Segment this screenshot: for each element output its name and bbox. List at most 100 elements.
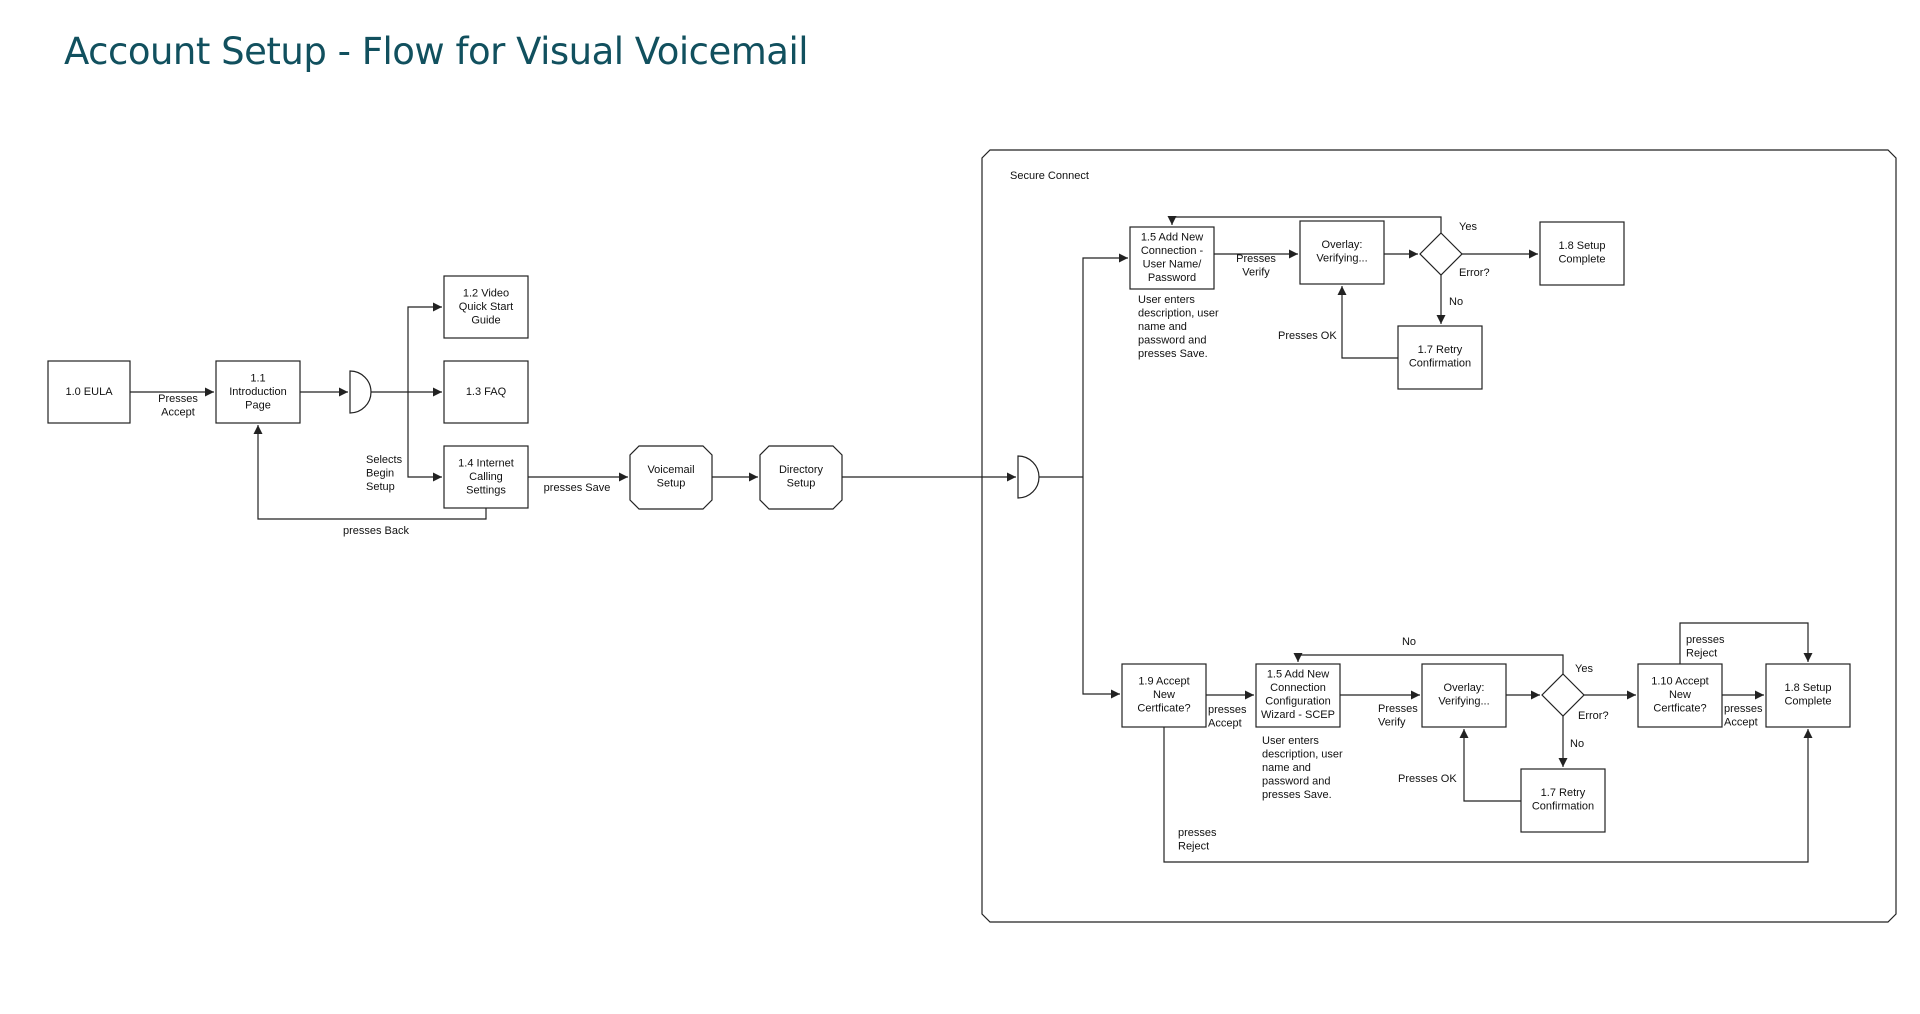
text-line: description, user [1138,307,1219,319]
text-line: Complete [1558,254,1605,266]
text-line: name and [1138,321,1187,333]
text-line: Verifying... [1438,696,1489,708]
text-line: presses Save. [1262,789,1332,801]
text-line: 1.8 Setup [1784,682,1831,694]
label-bot-error: Error? [1578,710,1609,722]
node-1-3-faq[interactable]: 1.3 FAQ [443,360,529,424]
text-line: 1.2 Video [463,287,509,299]
text-line: description, user [1262,748,1343,760]
text-line: Voicemail [647,464,694,476]
text-line: User enters [1138,294,1195,306]
text-line: Introduction [229,386,286,398]
text-line: Setup [787,478,816,490]
text-line: No [1570,738,1584,750]
text-line: 1.5 Add New [1267,669,1329,681]
text-line: Certficate? [1653,702,1706,714]
secure-connect-branch-connectors [1039,253,1128,699]
bottom-connectors [1163,622,1813,863]
label-top-yes: Yes [1459,221,1477,233]
text-line: Guide [471,314,500,326]
text-line: User enters [1262,735,1319,747]
text-line: 1.8 Setup [1558,240,1605,252]
text-line: presses Back [343,525,410,537]
text-line: Calling [469,471,503,483]
text-line: New [1153,689,1175,701]
text-line: No [1402,636,1416,648]
text-line: Quick Start [459,301,513,313]
text-line: Overlay: [1322,239,1363,251]
label-presses-save: presses Save [544,482,611,494]
text-line: Secure Connect [1010,170,1089,182]
node-bot-1-5-add-new-connection-scep[interactable]: 1.5 Add NewConnectionConfigurationWizard… [1255,663,1341,728]
text-line: Verify [1378,716,1406,728]
text-line: Reject [1686,647,1717,659]
text-line: Presses [1378,703,1418,715]
node-top-overlay-verifying[interactable]: Overlay: Verifying... [1299,220,1385,285]
text-line: presses [1208,704,1247,716]
or-gate-left [349,370,372,414]
text-line: 1.0 EULA [65,386,113,398]
text-line: password and [1138,334,1207,346]
text-line: presses Save. [1138,348,1208,360]
label-bot-no: No [1570,738,1584,750]
top-connectors [1167,216,1538,359]
label-top-presses-ok: Presses OK [1278,330,1337,342]
text-line: Settings [466,484,506,496]
text-line: Begin [366,467,394,479]
text-line: Error? [1459,267,1490,279]
text-line: Complete [1784,696,1831,708]
node-1-0-eula[interactable]: 1.0 EULA [47,360,131,424]
text-line: User Name/ [1143,259,1203,271]
text-line: presses [1178,827,1217,839]
text-line: Presses [158,393,198,405]
node-bot-overlay-verifying[interactable]: Overlay: Verifying... [1421,663,1507,728]
secure-connect-label: Secure Connect [1010,170,1089,182]
text-line: Password [1148,272,1196,284]
text-line: Verifying... [1316,253,1367,265]
text-line: Confirmation [1409,358,1471,370]
text-line: Directory [779,464,824,476]
label-bot-yes: Yes [1575,663,1593,675]
text-line: 1.1 [250,372,265,384]
text-line: Verify [1242,267,1270,279]
text-line: Presses OK [1398,773,1457,785]
text-line: Setup [366,481,395,493]
page-title: Account Setup - Flow for Visual Voicemai… [64,30,809,73]
text-line: Error? [1578,710,1609,722]
text-line: Yes [1575,663,1593,675]
text-line: Accept [1724,716,1758,728]
label-presses-back: presses Back [343,525,410,537]
text-line: Selects [366,454,403,466]
text-line: 1.5 Add New [1141,232,1203,244]
text-line: Configuration [1265,696,1330,708]
text-line: Wizard - SCEP [1261,709,1335,721]
label-top-error: Error? [1459,267,1490,279]
left-connectors [130,302,1016,520]
label-bot-presses-ok: Presses OK [1398,773,1457,785]
text-line: presses [1686,634,1725,646]
decision-top-error [1419,232,1463,276]
text-line: name and [1262,762,1311,774]
text-line: Overlay: [1444,682,1485,694]
